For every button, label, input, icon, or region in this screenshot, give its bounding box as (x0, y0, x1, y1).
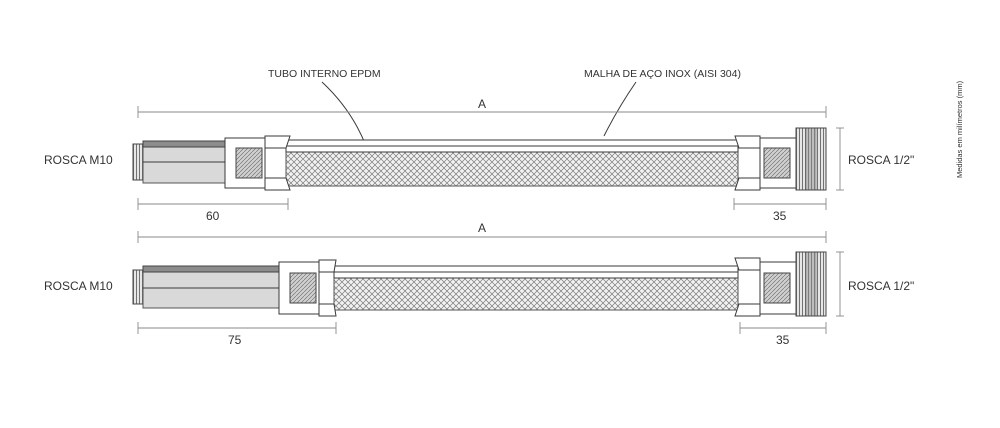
hose-1-length-label: A (478, 97, 486, 111)
hose-2: A ROSCA M10 ROSCA 1/2" 75 (44, 221, 914, 347)
hose-1-left-dimension: 60 (206, 209, 220, 223)
hose-1-right-crimp (763, 147, 791, 179)
hose-1-left-thread-label: ROSCA M10 (44, 153, 113, 167)
hose-2-right-dimension: 35 (776, 333, 790, 347)
hose-1-left-crimp (235, 147, 263, 179)
hose-2-left-thread (132, 269, 144, 305)
hose-2-right-nut (795, 251, 827, 317)
hose-1-right-dimension: 35 (773, 209, 787, 223)
tubo-interno-label: TUBO INTERNO EPDM (268, 68, 381, 80)
hose-2-length-label: A (478, 221, 486, 235)
hose-2-left-crimp (289, 272, 317, 304)
units-note: Medidas em milímetros (mm) (955, 80, 964, 178)
hose-1-right-thread-label: ROSCA 1/2" (848, 153, 914, 167)
malha-leader (603, 81, 637, 137)
tubo-interno-leader (321, 81, 367, 147)
hose-2-right-thread-label: ROSCA 1/2" (848, 279, 914, 293)
hose-1-right-nut (795, 127, 827, 191)
hose-2-left-dimension: 75 (228, 333, 242, 347)
hose-1-left-thread (132, 143, 144, 181)
hose-2-right-crimp (763, 272, 791, 304)
hose-1: A ROSCA M10 ROSCA 1/2" 60 (44, 97, 914, 223)
hose-2-left-thread-label: ROSCA M10 (44, 279, 113, 293)
malha-label: MALHA DE AÇO INOX (AISI 304) (584, 68, 741, 80)
